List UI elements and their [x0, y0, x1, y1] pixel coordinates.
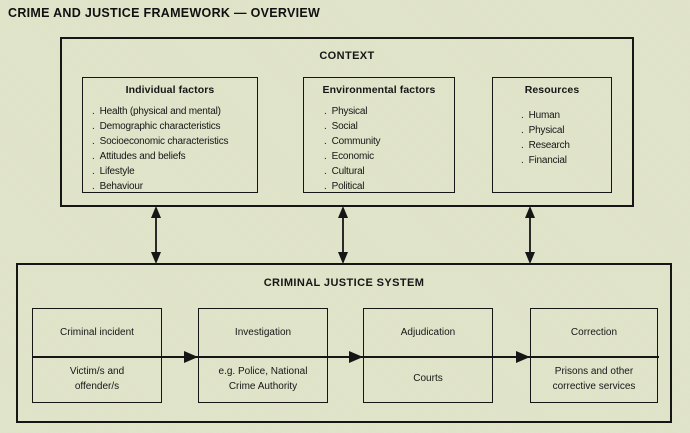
context-cjs-double-arrow: [338, 206, 348, 264]
bullet-dot: .: [521, 125, 524, 136]
factor-item: . Cultural: [324, 164, 454, 179]
factor-list: . Human . Physical . Research . Financial: [493, 108, 611, 168]
factor-item: . Socioeconomic characteristics: [92, 134, 257, 149]
stage-criminal-incident: Criminal incident Victim/s and offender/…: [32, 308, 162, 403]
factor-label: Financial: [528, 155, 567, 166]
factor-item: . Health (physical and mental): [92, 104, 257, 119]
group-individual-factors: Individual factors . Health (physical and…: [82, 77, 258, 193]
context-box: CONTEXT Individual factors . Health (phys…: [60, 37, 634, 207]
factor-item: . Attitudes and beliefs: [92, 149, 257, 164]
criminal-justice-system-box: CRIMINAL JUSTICE SYSTEM Criminal inciden…: [16, 263, 672, 423]
bullet-dot: .: [92, 181, 95, 192]
flow-arrowhead-icon: [184, 351, 198, 363]
flow-arrowhead-icon: [349, 351, 363, 363]
stage-top-label: Criminal incident: [60, 326, 134, 338]
factor-item: . Human: [521, 108, 611, 123]
process-flow-line: [32, 356, 659, 358]
factor-label: Economic: [331, 151, 375, 162]
stage-adjudication: Adjudication Courts: [363, 308, 493, 403]
flow-arrowhead-icon: [516, 351, 530, 363]
factor-label: Cultural: [331, 166, 365, 177]
stage-top-label: Investigation: [234, 326, 292, 338]
factor-item: . Behaviour: [92, 179, 257, 194]
factor-label: Health (physical and mental): [99, 106, 221, 117]
factor-item: . Community: [324, 134, 454, 149]
factor-label: Behaviour: [99, 181, 143, 192]
bullet-dot: .: [324, 151, 327, 162]
factor-label: Attitudes and beliefs: [99, 151, 186, 162]
bullet-dot: .: [92, 121, 95, 132]
factor-label: Political: [331, 181, 365, 192]
stage-top-label: Adjudication: [400, 326, 456, 338]
stage-investigation: Investigation e.g. Police, National Crim…: [198, 308, 328, 403]
bullet-dot: .: [92, 136, 95, 147]
bullet-dot: .: [521, 140, 524, 151]
factor-item: . Research: [521, 138, 611, 153]
bullet-dot: .: [324, 121, 327, 132]
page-title: CRIME AND JUSTICE FRAMEWORK — OVERVIEW: [8, 6, 321, 20]
factor-item: . Demographic characteristics: [92, 119, 257, 134]
factor-list: . Physical . Social . Community . Economic .…: [304, 104, 454, 194]
bullet-dot: .: [92, 151, 95, 162]
factor-list: . Health (physical and mental) . Demograph…: [83, 104, 257, 194]
stage-bottom-label: Courts: [413, 373, 443, 385]
group-environmental-factors: Environmental factors . Physical . Social …: [303, 77, 455, 193]
bullet-dot: .: [324, 181, 327, 192]
factor-label: Physical: [331, 106, 368, 117]
factor-item: . Political: [324, 179, 454, 194]
stage-correction: Correction Prisons and other corrective …: [530, 308, 658, 403]
group-resources: Resources . Human . Physical . Research . Fi…: [492, 77, 612, 193]
group-title: Resources: [524, 84, 580, 96]
factor-label: Community: [331, 136, 381, 147]
factor-item: . Social: [324, 119, 454, 134]
stage-bottom-label: Prisons and other corrective services: [552, 365, 636, 392]
bullet-dot: .: [324, 136, 327, 147]
bullet-dot: .: [324, 166, 327, 177]
factor-label: Socioeconomic characteristics: [99, 136, 229, 147]
stage-bottom-label: Victim/s and offender/s: [69, 365, 125, 392]
factor-label: Human: [528, 110, 560, 121]
group-title: Individual factors: [125, 84, 215, 96]
factor-label: Research: [528, 140, 570, 151]
factor-item: . Lifestyle: [92, 164, 257, 179]
group-title: Environmental factors: [322, 84, 436, 96]
bullet-dot: .: [521, 110, 524, 121]
stage-top-label: Correction: [570, 326, 618, 338]
factor-label: Social: [331, 121, 358, 132]
bullet-dot: .: [521, 155, 524, 166]
bullet-dot: .: [324, 106, 327, 117]
factor-item: . Economic: [324, 149, 454, 164]
cjs-title: CRIMINAL JUSTICE SYSTEM: [263, 277, 425, 289]
factor-item: . Physical: [521, 123, 611, 138]
context-cjs-double-arrow: [151, 206, 161, 264]
context-cjs-double-arrow: [525, 206, 535, 264]
bullet-dot: .: [92, 166, 95, 177]
bullet-dot: .: [92, 106, 95, 117]
factor-label: Physical: [528, 125, 565, 136]
stage-bottom-label: e.g. Police, National Crime Authority: [218, 365, 308, 392]
factor-label: Lifestyle: [99, 166, 135, 177]
factor-item: . Physical: [324, 104, 454, 119]
factor-item: . Financial: [521, 153, 611, 168]
factor-label: Demographic characteristics: [99, 121, 221, 132]
context-title: CONTEXT: [319, 50, 375, 62]
